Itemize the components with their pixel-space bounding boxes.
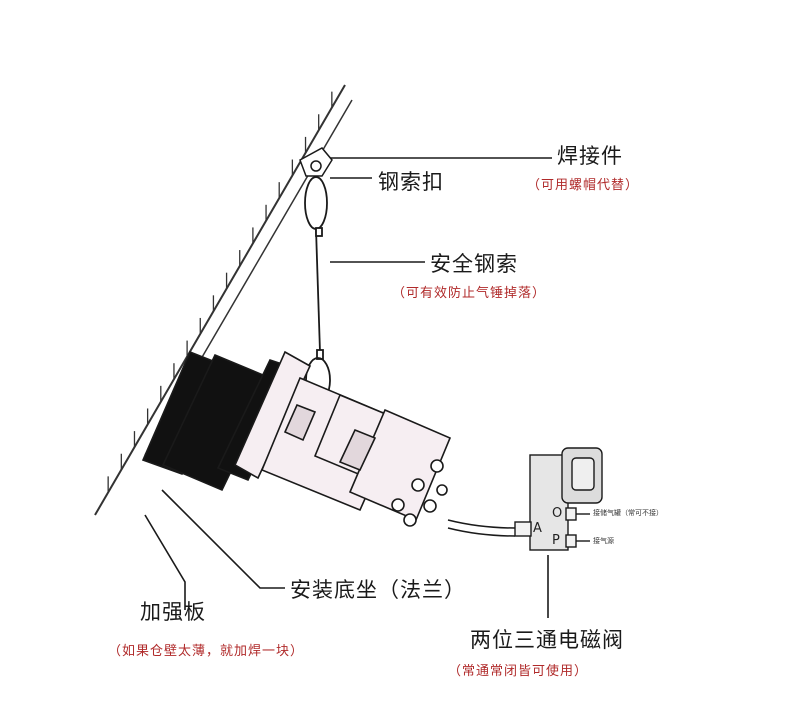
cable-ferrule-top: [315, 227, 323, 237]
valve-port-a-fitting: [514, 521, 532, 537]
label-weld-part: 焊接件: [557, 144, 623, 168]
note-solenoid-valve: （常通常闭皆可使用）: [448, 664, 589, 679]
leader-reinforce-plate: [144, 514, 186, 610]
mounting-block: [161, 353, 277, 492]
label-cable-clip: 钢索扣: [378, 170, 444, 194]
flange-plate: [233, 350, 312, 480]
air-hose: [447, 519, 516, 537]
leader-mount-base: [161, 489, 285, 589]
bolt-group: [391, 459, 448, 527]
bolt: [430, 459, 444, 473]
hose-outline-bottom: [447, 527, 516, 537]
hammer-window: [338, 428, 377, 472]
wall-line: [94, 84, 346, 516]
hose-outline-top: [447, 519, 516, 529]
bolt: [411, 478, 425, 492]
bolt: [423, 499, 437, 513]
label-safety-cable: 安全钢索: [430, 252, 518, 276]
hammer-slot: [283, 403, 317, 442]
valve-port-p-label: P: [552, 533, 560, 548]
wall-hatching: [107, 91, 333, 493]
note-safety-cable: （可有效防止气锤掉落）: [392, 286, 547, 301]
valve-port-p-note: 接气源: [593, 537, 614, 545]
valve-port-p-fitting: [565, 534, 577, 548]
note-weld-part: （可用螺帽代替）: [527, 178, 640, 193]
valve-port-o-note: 接储气罐（常可不接）: [593, 509, 663, 517]
bolt: [403, 513, 417, 527]
safety-cable-line: [315, 228, 321, 353]
air-hammer: [141, 350, 452, 527]
valve-coil-cap: [571, 457, 595, 491]
note-reinforce-plate: （如果仓壁太薄，就加焊一块）: [108, 644, 305, 659]
label-mount-base: 安装底坐（法兰）: [290, 578, 466, 602]
valve-port-o-fitting: [565, 507, 577, 521]
weld-part: [299, 147, 333, 177]
bolt: [436, 484, 448, 496]
label-solenoid-valve: 两位三通电磁阀: [470, 628, 624, 652]
cable-clip-loop: [304, 176, 328, 230]
solenoid-valve-body: [514, 447, 603, 551]
bolt: [391, 498, 405, 512]
leader-lines: [144, 157, 552, 618]
valve-port-o-label: O: [552, 506, 563, 521]
weld-part-hole: [310, 160, 322, 172]
valve-port-a-label: A: [533, 521, 542, 536]
label-reinforce-plate: 加强板: [140, 600, 206, 624]
